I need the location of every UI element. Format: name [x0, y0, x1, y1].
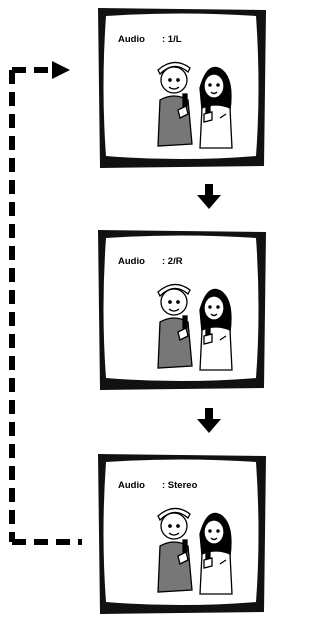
tv-screen-1: Audio: 1/L: [94, 6, 268, 170]
audio-value: : 1/L: [162, 34, 182, 45]
down-arrow-icon: [196, 408, 222, 434]
right-arrow-icon: [52, 61, 70, 79]
audio-osd-1: Audio: 1/L: [118, 34, 182, 45]
audio-value: : Stereo: [162, 480, 197, 491]
tv-screen-2: Audio: 2/R: [94, 228, 268, 392]
down-arrow-icon: [196, 184, 222, 210]
audio-osd-3: Audio: Stereo: [118, 480, 197, 491]
singing-couple-illustration: [144, 494, 244, 604]
audio-value: : 2/R: [162, 256, 183, 267]
singing-couple-illustration: [144, 270, 244, 380]
tv-screen-3: Audio: Stereo: [94, 452, 268, 616]
singing-couple-illustration: [144, 48, 244, 158]
audio-osd-2: Audio: 2/R: [118, 256, 183, 267]
audio-label: Audio: [118, 480, 162, 491]
audio-label: Audio: [118, 256, 162, 267]
audio-label: Audio: [118, 34, 162, 45]
